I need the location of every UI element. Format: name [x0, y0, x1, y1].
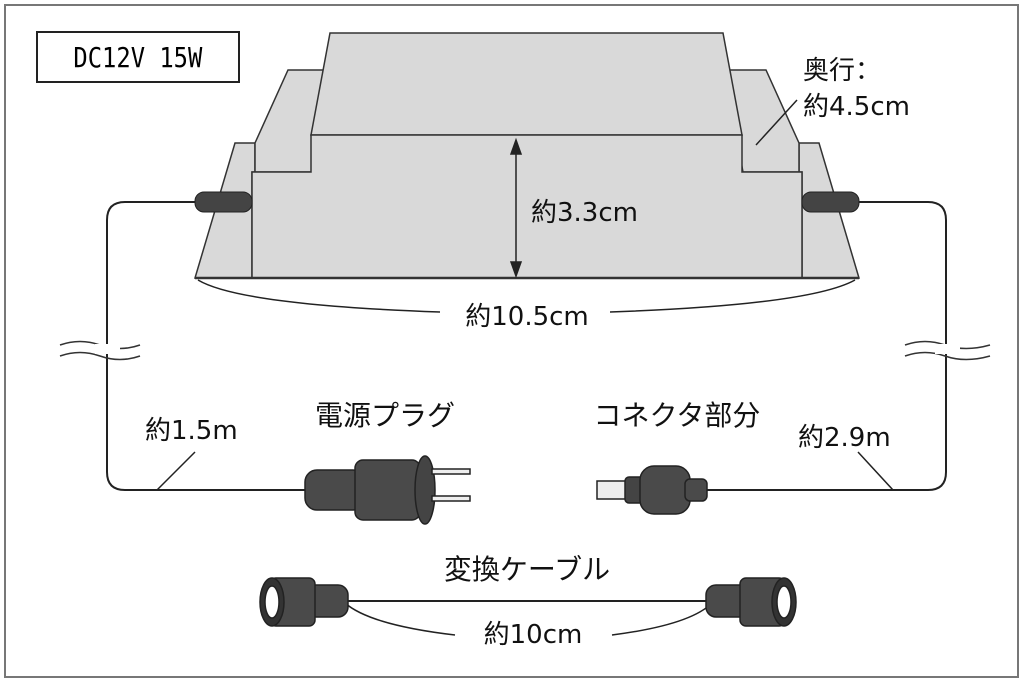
spec-label: DC12V 15W [73, 40, 203, 74]
plug-label: 電源プラグ [314, 399, 456, 432]
power-plug-icon [304, 455, 471, 525]
left-cord-length: 約1.5m [145, 416, 238, 446]
power-adapter-body [193, 32, 861, 280]
break-marks [59, 340, 991, 361]
spec-label-box: DC12V 15W [36, 31, 240, 83]
right-cord-length: 約2.9m [798, 423, 891, 453]
connector-icon [596, 465, 708, 515]
frame [4, 4, 1019, 678]
height-value: 約3.3cm [531, 198, 638, 228]
adapter-cable-length: 約10cm [483, 620, 583, 650]
connector-label: コネクタ部分 [593, 399, 761, 432]
adapter-cable-icon [259, 577, 797, 627]
depth-value: 約4.5cm [803, 92, 910, 122]
dimension-lines [156, 99, 894, 636]
depth-label: 奥行： [803, 56, 882, 86]
width-value: 約10.5cm [461, 304, 593, 330]
adapter-cable-title: 変換ケーブル [443, 553, 611, 586]
